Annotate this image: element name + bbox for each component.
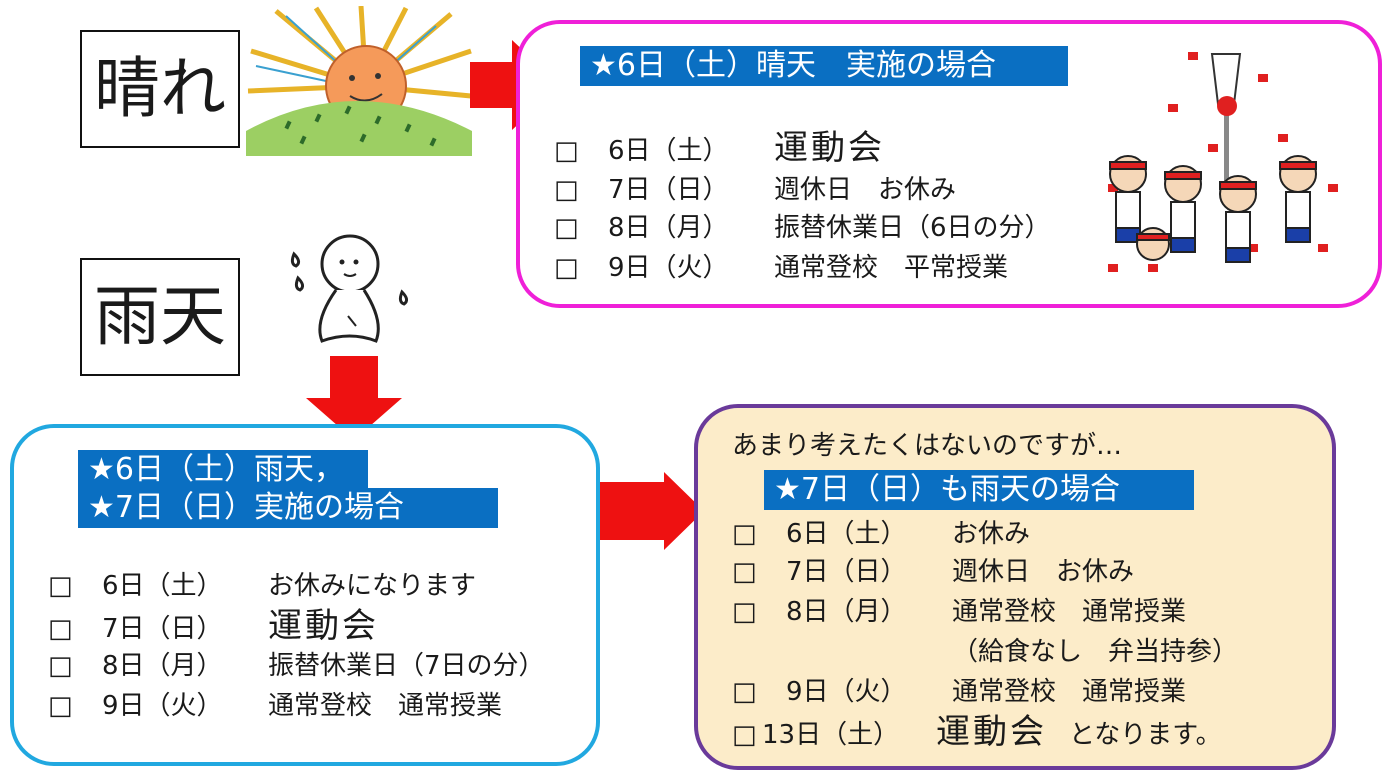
rain-banner-line1: ★6日（土）雨天， bbox=[78, 450, 368, 490]
right-arrow-sunny bbox=[470, 40, 560, 130]
rain-row: □8日（月）振替休業日（7日の分） bbox=[48, 648, 545, 684]
rain-schedule-panel: ★6日（土）雨天， ★7日（日）実施の場合 □6日（土）お休みになります □7日… bbox=[10, 424, 600, 766]
checkbox-icon: □ bbox=[554, 175, 579, 205]
checkbox-icon: □ bbox=[732, 720, 757, 750]
teruteru-bozu-illustration bbox=[290, 234, 409, 343]
both-rain-row: □8日（月）通常登校 通常授業 bbox=[732, 594, 1186, 630]
right-arrow-rain bbox=[586, 472, 704, 550]
rain-row: □9日（火）通常登校 通常授業 bbox=[48, 688, 502, 724]
both-rain-row-note: （給食なし 弁当持参） bbox=[952, 637, 1239, 667]
sunny-schedule-panel: ★6日（土）晴天 実施の場合 □6日（土）運動会 □7日（日）週休日 お休み □… bbox=[516, 20, 1382, 308]
both-rain-row: □13日（土）運動会となります。 bbox=[732, 712, 1222, 752]
rain-row: □7日（日）運動会 bbox=[48, 606, 379, 646]
checkbox-icon: □ bbox=[732, 597, 757, 627]
both-rain-schedule-panel: あまり考えたくはないのですが… ★7日（日）も雨天の場合 □6日（土）お休み □… bbox=[694, 404, 1336, 770]
sunny-row: □9日（火）通常登校 平常授業 bbox=[554, 250, 1008, 286]
both-rain-row: □9日（火）通常登校 通常授業 bbox=[732, 674, 1186, 710]
rain-banner-line2: ★7日（日）実施の場合 bbox=[78, 488, 498, 528]
sunny-row: □7日（日）週休日 お休み bbox=[554, 172, 956, 208]
rain-row: □6日（土）お休みになります bbox=[48, 568, 476, 604]
both-rain-row: □6日（土）お休み bbox=[732, 516, 1030, 552]
intro-text: あまり考えたくはないのですが… bbox=[732, 431, 1123, 461]
sports-day-kids-illustration bbox=[1108, 52, 1338, 272]
checkbox-icon: □ bbox=[554, 253, 579, 283]
checkbox-icon: □ bbox=[554, 213, 579, 243]
sun-illustration bbox=[246, 6, 472, 156]
sunny-row: □8日（月）振替休業日（6日の分） bbox=[554, 210, 1051, 246]
sunny-label: 晴れ bbox=[80, 30, 240, 148]
checkbox-icon: □ bbox=[732, 557, 757, 587]
checkbox-icon: □ bbox=[48, 691, 73, 721]
both-rain-row: □7日（日）週休日 お休み bbox=[732, 554, 1134, 590]
checkbox-icon: □ bbox=[48, 651, 73, 681]
sunny-row: □6日（土）運動会 bbox=[554, 128, 885, 168]
checkbox-icon: □ bbox=[732, 677, 757, 707]
down-arrow-rain bbox=[306, 356, 402, 440]
checkbox-icon: □ bbox=[48, 614, 73, 644]
checkbox-icon: □ bbox=[554, 136, 579, 166]
both-rain-banner: ★7日（日）も雨天の場合 bbox=[764, 470, 1194, 510]
sunny-banner: ★6日（土）晴天 実施の場合 bbox=[580, 46, 1068, 86]
checkbox-icon: □ bbox=[48, 571, 73, 601]
checkbox-icon: □ bbox=[732, 519, 757, 549]
rain-label: 雨天 bbox=[80, 258, 240, 376]
